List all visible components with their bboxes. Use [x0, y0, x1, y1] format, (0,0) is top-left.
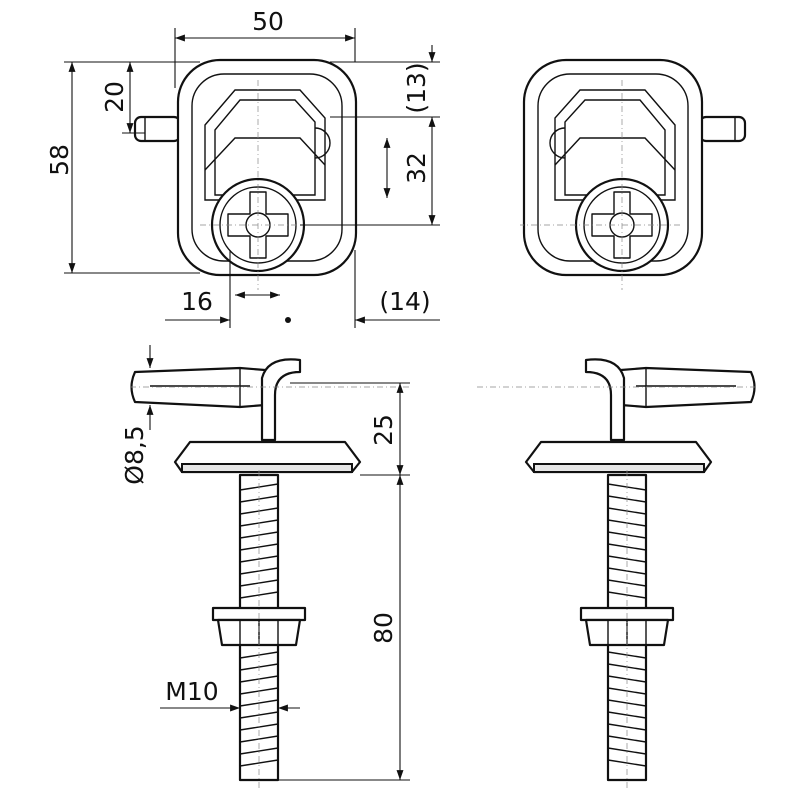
top-view-right [518, 58, 747, 292]
dim-label-thread: M10 [165, 677, 218, 706]
dim-label-58: 58 [45, 144, 74, 176]
dim-label-13: (13) [402, 62, 431, 113]
side-view-left [128, 358, 412, 792]
dim-label-32: 32 [402, 152, 431, 184]
dim-label-pin-diameter: Ø8,5 [120, 425, 149, 484]
dim-label-50: 50 [252, 7, 284, 36]
dim-label-16: 16 [181, 287, 213, 316]
dim-label-80: 80 [369, 612, 398, 644]
dim-label-25: 25 [369, 414, 398, 446]
dimension-lines [64, 28, 440, 781]
side-view-right [474, 358, 758, 792]
dim-label-20: 20 [100, 81, 129, 113]
top-view-left [133, 58, 362, 292]
dim-label-14: (14) [379, 287, 430, 316]
